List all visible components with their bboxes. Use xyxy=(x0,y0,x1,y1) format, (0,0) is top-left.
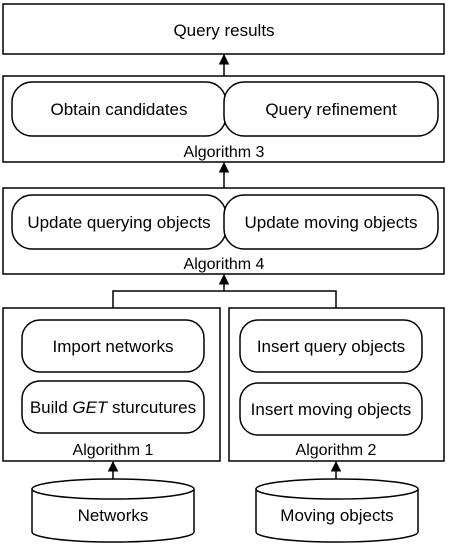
algorithm4-label: Algorithm 4 xyxy=(184,256,265,273)
get-text: GET xyxy=(72,398,109,417)
update-querying-objects-label: Update querying objects xyxy=(27,213,210,232)
insert-query-objects-step xyxy=(239,319,423,373)
moving-objects-label: Moving objects xyxy=(280,506,393,525)
insert-moving-objects-label: Insert moving objects xyxy=(251,400,412,419)
networks-label: Networks xyxy=(78,506,149,525)
structures-text: sturcutures xyxy=(107,398,196,417)
update-moving-objects-step xyxy=(223,194,439,250)
merge-connector xyxy=(112,290,337,308)
import-networks-step xyxy=(21,319,205,373)
moving-objects-database: Moving objects xyxy=(255,478,419,543)
insert-moving-objects-step xyxy=(239,382,423,436)
algorithm1-label: Algorithm 1 xyxy=(73,442,154,459)
query-refinement-step xyxy=(223,81,439,137)
networks-cylinder-body xyxy=(31,489,195,543)
networks-cylinder-top xyxy=(31,478,195,500)
networks-database: Networks xyxy=(31,478,195,543)
build-text: Build xyxy=(30,398,73,417)
query-results-box xyxy=(2,3,445,55)
algorithm3-label: Algorithm 3 xyxy=(184,144,265,161)
query-results-label: Query results xyxy=(173,21,274,40)
algorithm2-label: Algorithm 2 xyxy=(296,442,377,459)
obtain-candidates-label: Obtain candidates xyxy=(50,100,187,119)
query-refinement-label: Query refinement xyxy=(265,100,397,119)
import-networks-label: Import networks xyxy=(53,337,174,356)
moving-objects-cylinder-body xyxy=(255,489,419,543)
update-moving-objects-label: Update moving objects xyxy=(245,213,418,232)
build-get-structures-label: Build GET sturcutures xyxy=(30,398,196,417)
build-get-structures-step xyxy=(21,380,205,434)
insert-query-objects-label: Insert query objects xyxy=(257,337,405,356)
moving-objects-cylinder-top xyxy=(255,478,419,500)
